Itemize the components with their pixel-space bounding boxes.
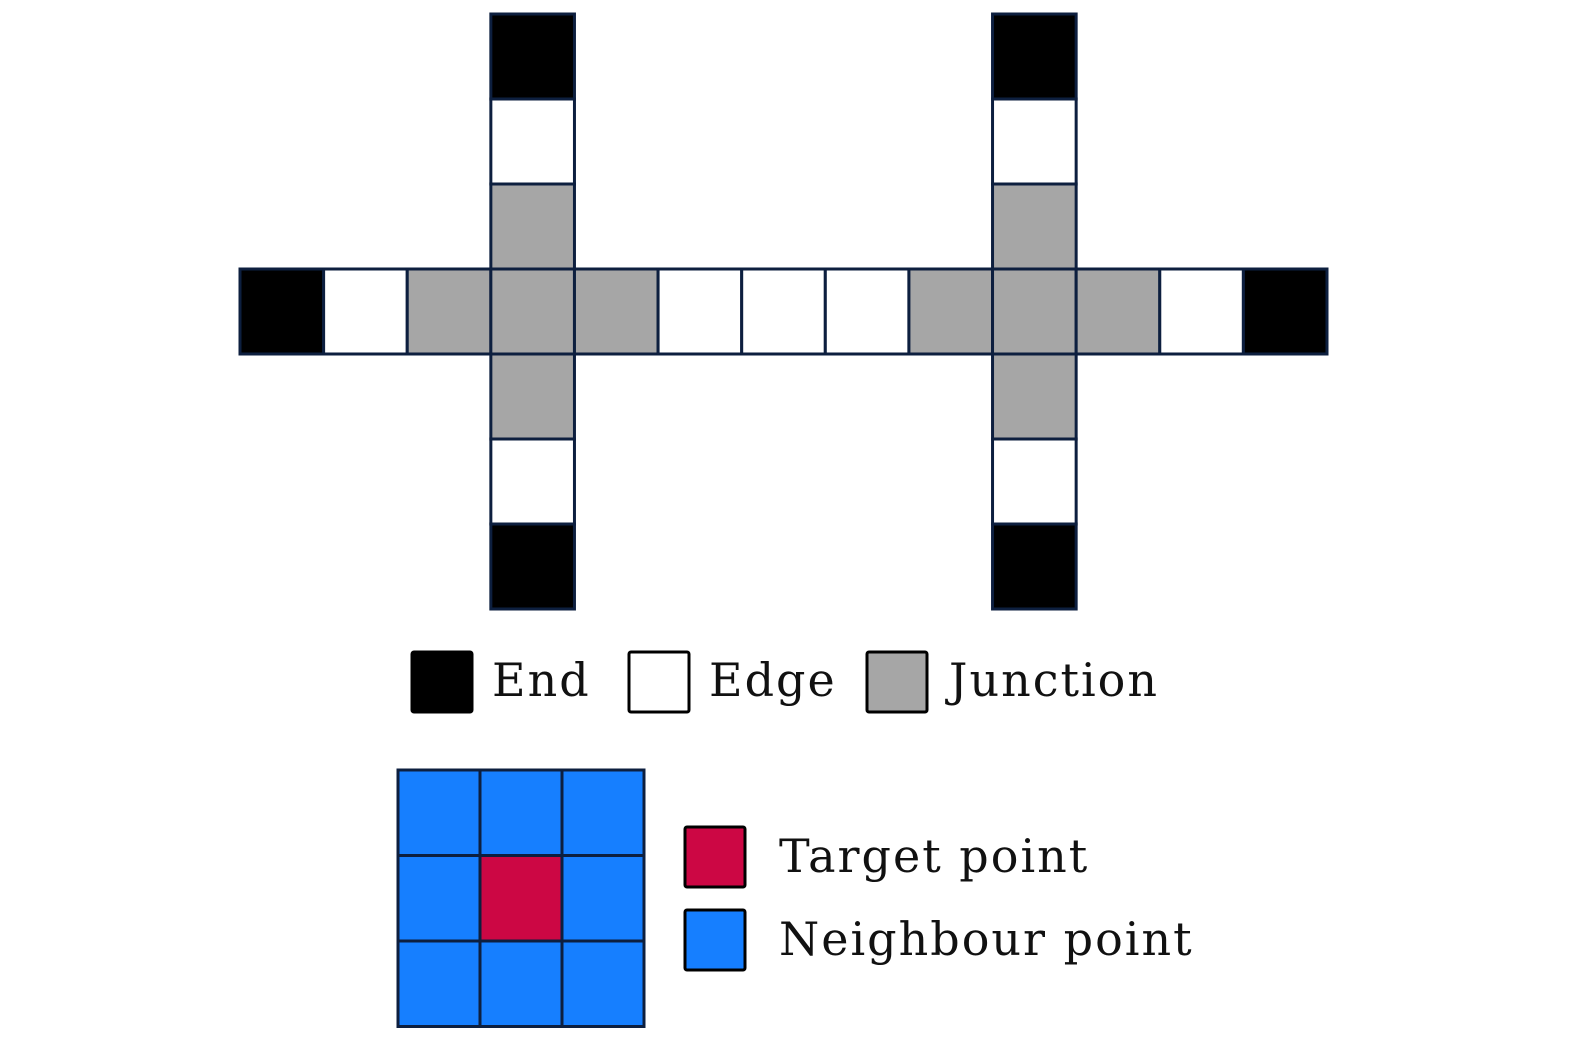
skeleton-cell-junction bbox=[489, 267, 576, 356]
legend-label-junction: Junction bbox=[945, 653, 1159, 707]
legend-label-neighbour: Neighbour point bbox=[779, 912, 1194, 966]
cell-type-legend: End Edge Junction bbox=[410, 650, 1159, 714]
skeleton-cell-end bbox=[238, 267, 326, 356]
skeleton-cell-edge bbox=[1158, 267, 1245, 356]
skeleton-branch-cell-edge bbox=[991, 97, 1078, 186]
skeleton-branch-cell-junction bbox=[991, 352, 1078, 441]
legend-swatch-end bbox=[410, 650, 474, 714]
neighbourhood-cell-neighbour bbox=[396, 939, 482, 1028]
skeleton-cell-junction bbox=[991, 267, 1078, 356]
skeleton-branch-cell-junction bbox=[489, 352, 576, 441]
neighbourhood-cell-neighbour bbox=[478, 768, 564, 857]
skeleton-branch-cell-end bbox=[489, 522, 576, 611]
skeleton-cell-edge bbox=[740, 267, 827, 356]
skeleton-cell-junction bbox=[405, 267, 493, 356]
skeleton-cell-edge bbox=[322, 267, 409, 356]
skeleton-cell-edge bbox=[823, 267, 911, 356]
skeleton-cell-end bbox=[1241, 267, 1329, 356]
skeleton-branch-cell-edge bbox=[489, 437, 576, 526]
legend-swatch-neighbour bbox=[683, 908, 747, 972]
neighbourhood-cell-neighbour bbox=[396, 768, 482, 857]
skeleton-branch-cell-junction bbox=[991, 182, 1078, 271]
skeleton-grid bbox=[238, 12, 1329, 611]
skeleton-branch-cell-end bbox=[991, 522, 1078, 611]
point-legend: Target point Neighbour point bbox=[683, 825, 1194, 972]
skeleton-branch-cell-edge bbox=[489, 97, 576, 186]
legend-label-edge: Edge bbox=[709, 653, 837, 707]
skeleton-branch-cell-end bbox=[991, 12, 1078, 101]
legend-swatch-junction bbox=[865, 650, 929, 714]
skeleton-branch-cell-edge bbox=[991, 437, 1078, 526]
skeleton-cell-edge bbox=[656, 267, 744, 356]
neighbourhood-grid bbox=[396, 768, 646, 1028]
neighbourhood-cell-neighbour bbox=[560, 854, 646, 943]
neighbourhood-cell-neighbour bbox=[560, 768, 646, 857]
neighbourhood-cell-neighbour bbox=[396, 854, 482, 943]
legend-label-end: End bbox=[492, 653, 591, 707]
legend-label-target: Target point bbox=[779, 829, 1089, 883]
neighbourhood-cell-target bbox=[478, 854, 564, 943]
skeleton-branch-cell-end bbox=[489, 12, 576, 101]
skeleton-cell-junction bbox=[572, 267, 660, 356]
legend-swatch-edge bbox=[627, 650, 691, 714]
legend-swatch-target bbox=[683, 825, 747, 889]
neighbourhood-cell-neighbour bbox=[478, 939, 564, 1028]
skeleton-cell-junction bbox=[907, 267, 995, 356]
neighbourhood-cell-neighbour bbox=[560, 939, 646, 1028]
skeleton-cell-junction bbox=[1074, 267, 1162, 356]
skeleton-branch-cell-junction bbox=[489, 182, 576, 271]
